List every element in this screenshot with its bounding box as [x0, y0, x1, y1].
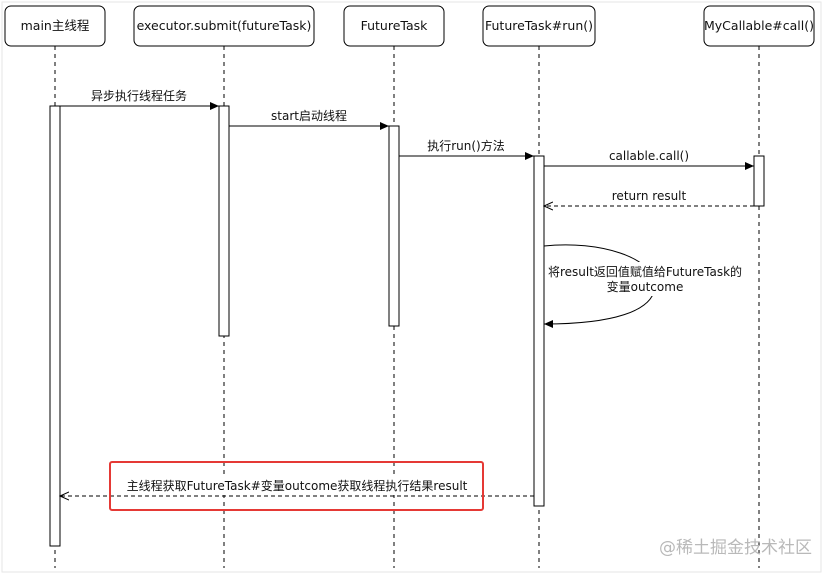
participant-run-label: FutureTask#run() [485, 18, 593, 33]
participant-mycallable-label: MyCallable#call() [704, 18, 814, 33]
watermark: @稀土掘金技术社区 [659, 538, 812, 558]
activation-mycallable [753, 155, 765, 207]
activation-futuretask [388, 125, 400, 327]
message-async-task-label: 异步执行线程任务 [91, 88, 187, 103]
participant-mycallable: MyCallable#call() [703, 5, 815, 47]
message-callable-call: callable.call() [544, 149, 754, 170]
message-self-assign: 将result返回值赋值给FutureTask的 变量outcome [543, 244, 746, 328]
message-return-result: return result [544, 189, 754, 206]
participant-main: main主线程 [4, 5, 106, 47]
participant-run: FutureTask#run() [482, 5, 596, 47]
participant-executor-label: executor.submit(futureTask) [137, 18, 312, 33]
activation-main [49, 105, 61, 547]
participant-futuretask: FutureTask [343, 5, 445, 47]
participant-futuretask-label: FutureTask [361, 18, 429, 33]
message-start-thread-label: start启动线程 [271, 108, 347, 123]
message-get-outcome-label: 主线程获取FutureTask#变量outcome获取线程执行结果result [127, 478, 468, 493]
message-get-outcome: 主线程获取FutureTask#变量outcome获取线程执行结果result [60, 477, 534, 496]
message-self-assign-label-1: 将result返回值赋值给FutureTask的 [548, 264, 742, 279]
message-return-result-label: return result [612, 189, 687, 203]
participant-executor: executor.submit(futureTask) [133, 5, 315, 47]
activation-run [533, 155, 545, 507]
message-run-method-label: 执行run()方法 [427, 138, 505, 153]
message-async-task: 异步执行线程任务 [60, 88, 219, 110]
message-callable-call-label: callable.call() [609, 149, 689, 163]
activation-executor [218, 105, 230, 337]
message-self-assign-label-2: 变量outcome [607, 279, 684, 294]
participant-main-label: main主线程 [21, 18, 90, 33]
message-start-thread: start启动线程 [229, 108, 389, 130]
highlight-box [109, 461, 484, 511]
message-run-method: 执行run()方法 [399, 138, 534, 160]
